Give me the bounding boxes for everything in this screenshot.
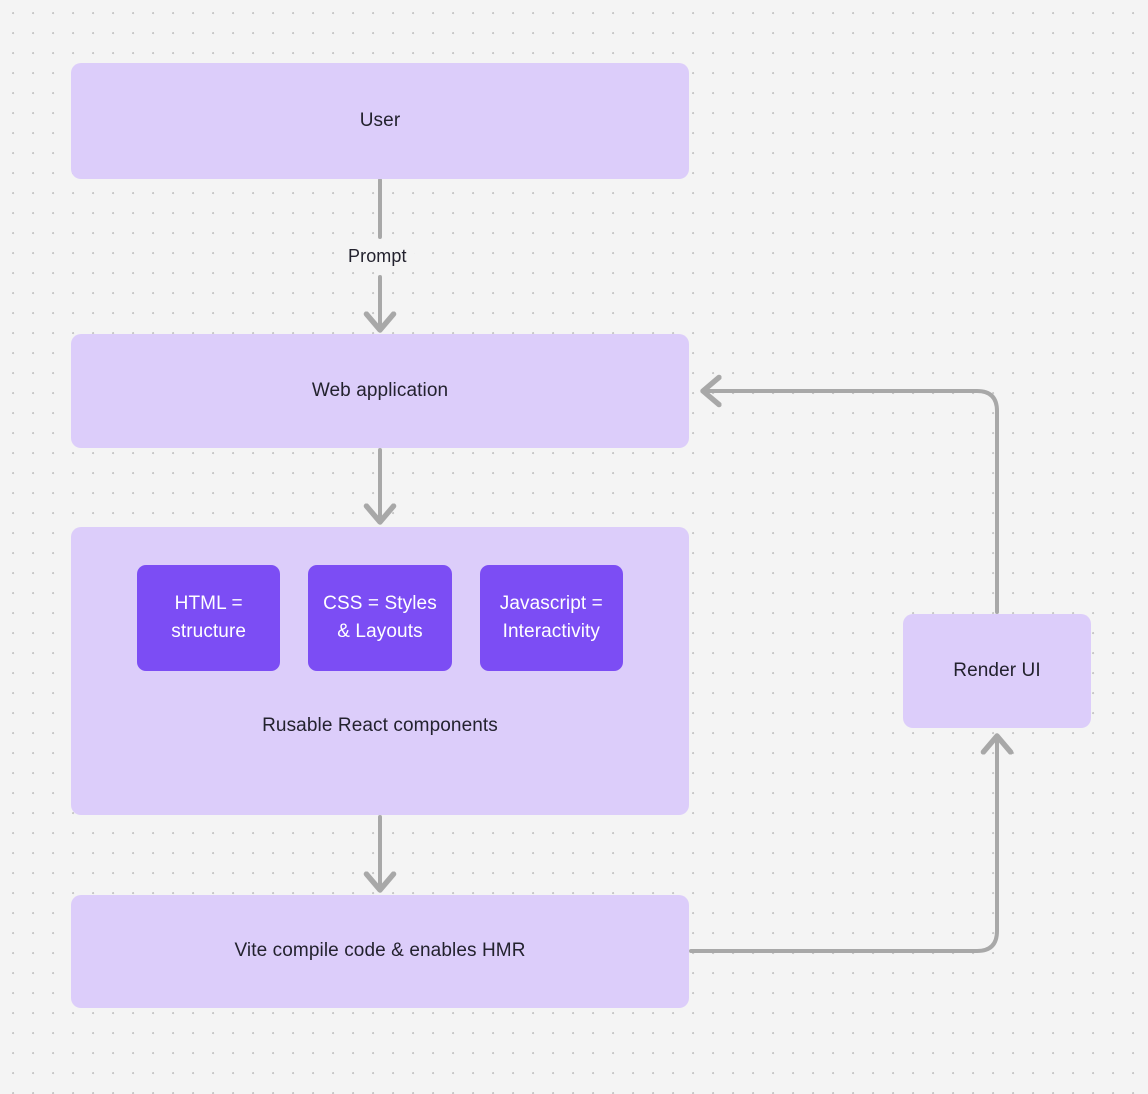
node-vite-compiler-label: Vite compile code & enables HMR — [234, 940, 526, 962]
node-vite-compiler[interactable]: Vite compile code & enables HMR — [71, 895, 689, 1008]
node-web-application[interactable]: Web application — [71, 334, 689, 448]
node-web-application-label: Web application — [311, 379, 449, 401]
subbox-javascript-label: Javascript = Interactivity — [500, 590, 603, 647]
node-user-label: User — [359, 109, 401, 131]
subbox-html-label: HTML = structure — [171, 590, 246, 647]
subbox-html-line2: structure — [171, 621, 247, 642]
node-react-components-group[interactable]: HTML = structure CSS = Styles & Layouts Ja… — [71, 527, 689, 815]
node-user[interactable]: User — [71, 63, 689, 179]
component-subbox-row: HTML = structure CSS = Styles & Layouts Ja… — [137, 565, 623, 671]
react-components-caption: Rusable React components — [262, 715, 498, 736]
subbox-javascript[interactable]: Javascript = Interactivity — [479, 565, 623, 671]
subbox-html-line1: HTML = — [174, 592, 243, 614]
subbox-css[interactable]: CSS = Styles & Layouts — [308, 565, 452, 671]
node-render-ui-label: Render UI — [953, 659, 1041, 681]
edge-vite-to-render — [689, 740, 997, 953]
subbox-javascript-line1: Javascript = — [499, 592, 603, 614]
subbox-css-line1: CSS = Styles — [323, 592, 437, 614]
subbox-html[interactable]: HTML = structure — [137, 565, 281, 671]
subbox-css-line2: & Layouts — [337, 621, 423, 642]
edge-render-to-webapp — [707, 391, 999, 614]
node-render-ui[interactable]: Render UI — [903, 614, 1091, 728]
subbox-javascript-line2: Interactivity — [502, 621, 601, 642]
subbox-css-label: CSS = Styles & Layouts — [323, 590, 437, 647]
edge-label-prompt: Prompt — [341, 245, 414, 268]
